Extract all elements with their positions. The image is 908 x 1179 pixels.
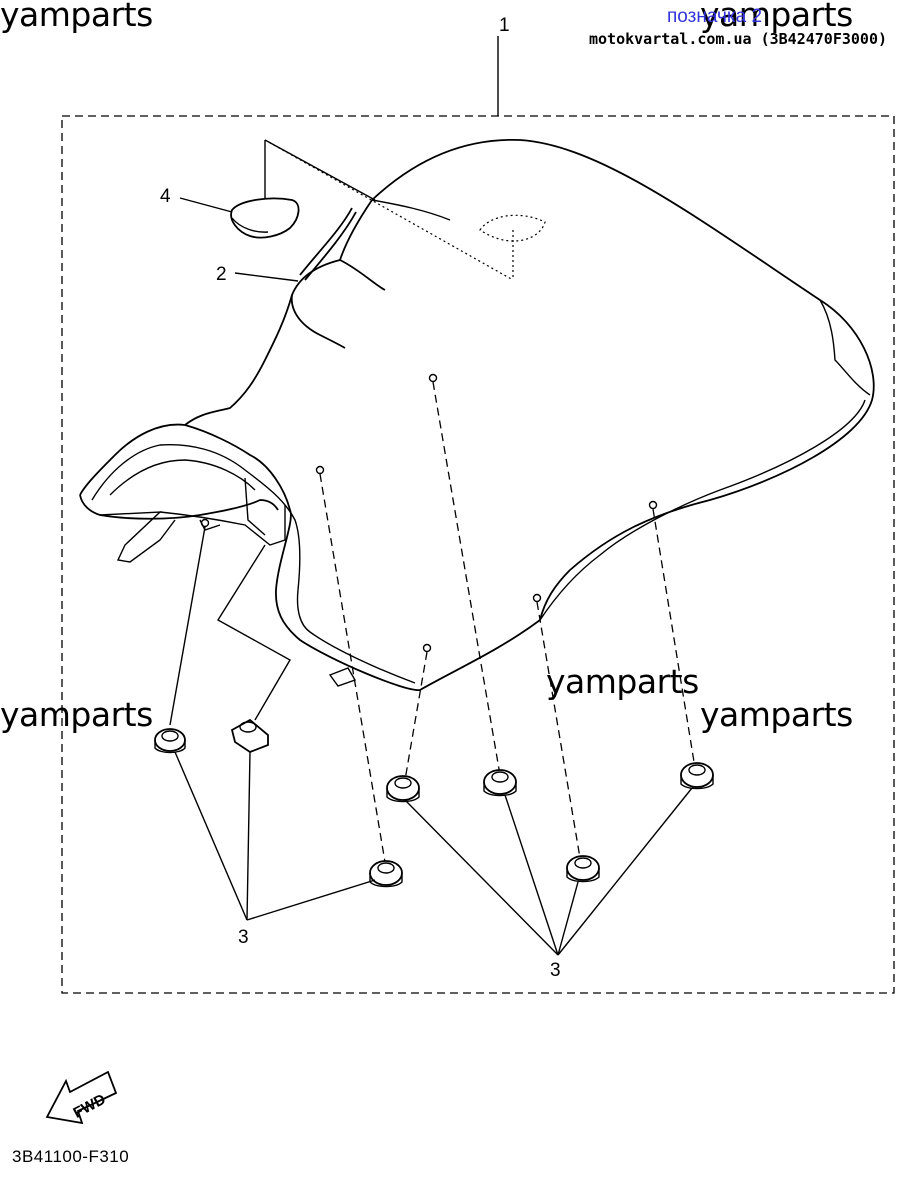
watermark-middle-left: yamparts (0, 695, 153, 734)
part-4-pad (230, 197, 300, 239)
watermark-top-right: yamparts (700, 0, 853, 34)
watermark-top-left: yamparts (0, 0, 153, 34)
kit-boundary (61, 115, 895, 994)
grommet-6 (566, 855, 600, 883)
leader-part-4 (179, 197, 233, 213)
grommet-3 (369, 860, 403, 888)
callout-part-3-right: 3 (550, 960, 561, 981)
fwd-arrow-icon: FWD (45, 1070, 118, 1125)
callout-part-1: 1 (499, 15, 510, 36)
grommet-4 (386, 775, 420, 803)
callout-part-3-left: 3 (238, 927, 249, 948)
grommet-7 (680, 762, 714, 790)
hole-leaders (169, 381, 696, 863)
diagram-code: 3B41100-F310 (12, 1147, 129, 1166)
part-2-strap (299, 207, 357, 281)
fwd-label: FWD (70, 1091, 108, 1122)
watermark-middle-center: yamparts (546, 662, 699, 701)
grommet-1 (154, 728, 186, 754)
leader-part-2 (234, 272, 299, 282)
site-reference: motokvartal.com.ua (3B42470F3000) (589, 30, 887, 48)
leaders-part-3-left (174, 751, 376, 921)
grommet-2 (230, 718, 269, 754)
part-3-grommets (154, 718, 714, 888)
watermark-middle-right: yamparts (700, 695, 853, 734)
grommet-5 (483, 769, 517, 797)
highlight-label[interactable]: позначка 2 (667, 6, 762, 27)
callout-part-2: 2 (216, 264, 227, 285)
seat-drawing (79, 138, 875, 691)
leaders-part-3-right (404, 787, 693, 956)
callout-part-4: 4 (160, 186, 171, 207)
